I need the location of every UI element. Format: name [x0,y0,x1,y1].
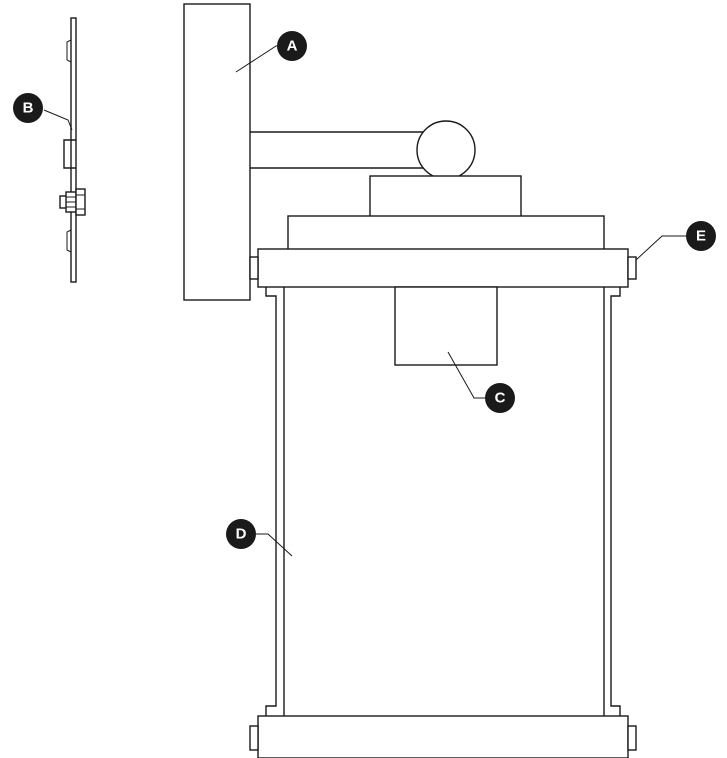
bracket-plate [70,17,77,283]
leader-b [43,109,73,131]
callout-b: B [13,93,43,123]
top-cap-upper [369,175,522,219]
leader-c [447,351,485,399]
top-cap-lower [287,215,605,251]
lantern-body-d [265,287,621,716]
mounting-bracket-b [59,17,86,283]
callout-c: C [485,383,515,413]
callout-a: A [277,31,307,61]
leader-e [635,235,688,261]
bracket-clip [63,139,76,169]
callout-label-c: C [495,390,506,407]
top-frame [249,248,637,288]
socket-c [394,286,498,366]
leader-d [256,533,293,557]
leader-lines [43,45,688,557]
callout-label-a: A [287,38,298,55]
callout-label-b: B [23,100,34,117]
bottom-frame [249,715,637,758]
ball-finial [416,120,476,180]
bracket-tab-bottom [66,229,72,253]
callout-label-d: D [236,526,247,543]
support-arm [250,131,428,169]
backplate-a [183,3,251,301]
nut-right [75,188,86,216]
callout-e: E [686,221,716,251]
bracket-tab-top [66,39,72,63]
callout-label-e: E [696,228,706,245]
callout-d: D [226,519,256,549]
